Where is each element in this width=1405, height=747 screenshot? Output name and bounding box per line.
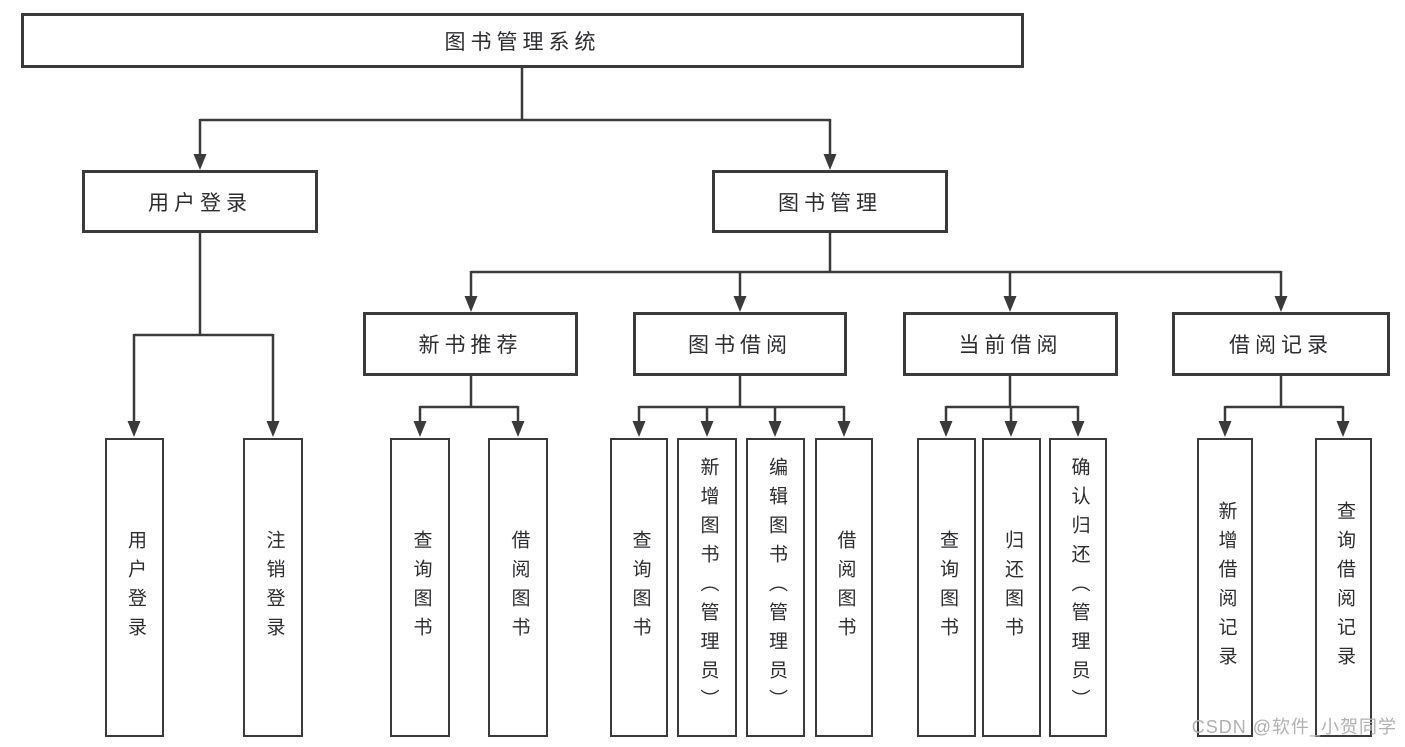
node-borrow-records: 借阅记录 — [1172, 312, 1390, 376]
node-book-management: 图书管理 — [712, 170, 948, 233]
leaf-user-login: 用户登录 — [105, 438, 164, 737]
node-book-borrow: 图书借阅 — [633, 312, 847, 376]
node-user-login: 用户登录 — [82, 170, 318, 233]
leaf-record-query-borrow-record: 查询借阅记录 — [1315, 438, 1372, 737]
node-root-system: 图书管理系统 — [21, 13, 1024, 68]
leaf-borrow-add-books-admin: 新增图书（管理员） — [677, 438, 737, 737]
leaf-newbook-query-books: 查询图书 — [390, 438, 450, 737]
leaf-borrow-edit-books-admin: 编辑图书（管理员） — [746, 438, 805, 737]
leaf-logout: 注销登录 — [243, 438, 303, 737]
node-current-borrow: 当前借阅 — [903, 312, 1118, 376]
leaf-current-confirm-return-admin: 确认归还（管理员） — [1049, 438, 1107, 737]
leaf-borrow-borrow-books: 借阅图书 — [815, 438, 873, 737]
leaf-current-query-books: 查询图书 — [917, 438, 976, 737]
leaf-borrow-query-books: 查询图书 — [610, 438, 668, 737]
node-new-book-recommend: 新书推荐 — [363, 312, 578, 376]
csdn-watermark: CSDN @软件_小贺同学 — [1191, 717, 1397, 737]
leaf-record-add-borrow-record: 新增借阅记录 — [1197, 438, 1253, 737]
leaf-current-return-books: 归还图书 — [982, 438, 1041, 737]
leaf-newbook-borrow-books: 借阅图书 — [488, 438, 548, 737]
